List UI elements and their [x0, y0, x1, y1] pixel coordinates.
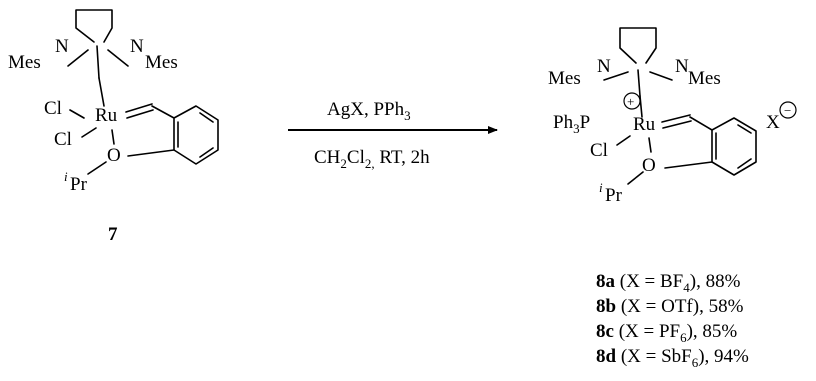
reactant-ipr-superscript: i — [64, 169, 68, 184]
product-cl: Cl — [590, 140, 608, 161]
reactant-carbene-bond — [96, 45, 100, 79]
product-ph3p-sub: 3 — [573, 121, 580, 136]
condition-solvent-b: Cl — [347, 147, 365, 168]
reactant-nhc-ring — [75, 9, 113, 43]
condition-solvent-c: RT, 2h — [375, 147, 430, 168]
reactant-structure: Mes N N Mes Cl Ru Cl O i Pr 7 — [8, 9, 219, 245]
condition-solvent-sub1: 2 — [340, 156, 347, 171]
condition-solvent-sub2: 2, — [365, 156, 375, 171]
svg-text:AgX, PPh3: AgX, PPh3 — [327, 99, 411, 123]
product-benzene-ring — [689, 116, 757, 176]
product-oxygen: O — [642, 155, 656, 176]
reactant-ru-cl-bond-2 — [81, 127, 97, 138]
reactant-ru: Ru — [95, 105, 118, 126]
product-nhc-ring — [619, 27, 657, 64]
product-ipr-superscript: i — [599, 180, 603, 195]
reactant-n-right: N — [130, 36, 144, 57]
reactant-o-aryl-bond — [127, 149, 175, 157]
yield-line-8a: 8a (X = BF4), 88% — [596, 271, 741, 295]
product-ru-carbene-double — [661, 114, 691, 123]
reactant-ru-o-bond — [111, 129, 115, 145]
yield-list: 8a (X = BF4), 88% 8b (X = OTf), 58% 8c (… — [596, 271, 749, 370]
yield-line-8d: 8d (X = SbF6), 94% — [596, 346, 749, 370]
svg-text:Ph3P: Ph3P — [553, 112, 590, 136]
yield-line-8b: 8b (X = OTf), 58% — [596, 296, 744, 317]
reactant-ru-cl-bond — [69, 109, 85, 119]
product-ru: Ru — [633, 114, 656, 135]
product-ph3p-b: P — [580, 112, 591, 133]
product-o-aryl-bond — [664, 161, 713, 169]
product-ipr: Pr — [605, 185, 623, 206]
reactant-n-left: N — [55, 36, 69, 57]
product-n-left: N — [597, 56, 611, 77]
product-n-mes-bond-right — [649, 71, 673, 81]
product-mes-right: Mes — [688, 68, 721, 89]
reactant-mes-left: Mes — [8, 52, 41, 73]
product-mes-left: Mes — [548, 68, 581, 89]
product-counterion: X — [766, 112, 780, 133]
minus-charge-circle — [779, 101, 797, 119]
reactant-mes-right: Mes — [145, 52, 178, 73]
product-o-ipr-bond — [627, 171, 644, 185]
reactant-n-mes-bond-right — [107, 49, 129, 67]
reactant-o-ipr-bond — [87, 161, 107, 175]
reactant-n-mes-bond — [67, 49, 89, 67]
condition-solvent-a: CH — [314, 147, 341, 168]
plus-charge-circle — [623, 92, 641, 110]
product-minus-sign: − — [784, 103, 791, 118]
reaction-conditions: AgX, PPh3 CH2Cl2, RT, 2h — [288, 99, 498, 171]
reactant-ru-carbene-double — [125, 103, 153, 113]
product-n-right: N — [675, 56, 689, 77]
product-plus-sign: + — [627, 94, 634, 109]
reactant-cl-top: Cl — [44, 98, 62, 119]
condition-reagent: AgX, PPh — [327, 99, 405, 120]
reactant-ipr: Pr — [70, 174, 88, 195]
reactant-oxygen: O — [107, 145, 121, 166]
reactant-benzene-ring — [151, 105, 219, 165]
condition-reagent-sub: 3 — [404, 108, 411, 123]
product-carbene-bond — [637, 69, 641, 97]
product-structure: Mes N N Mes Ph3P + Ru X − Cl O i Pr — [548, 27, 797, 206]
product-n-mes-bond — [603, 71, 629, 81]
compound-number-7: 7 — [108, 224, 118, 245]
svg-text:CH2Cl2, RT, 2h: CH2Cl2, RT, 2h — [314, 147, 430, 171]
product-ru-cl-bond — [616, 135, 631, 146]
reactant-cl-bottom: Cl — [54, 129, 72, 150]
yield-line-8c: 8c (X = PF6), 85% — [596, 321, 737, 345]
reactant-c-ru-bond — [98, 77, 105, 107]
product-ph3p-a: Ph — [553, 112, 574, 133]
product-ru-o-bond — [648, 137, 652, 153]
